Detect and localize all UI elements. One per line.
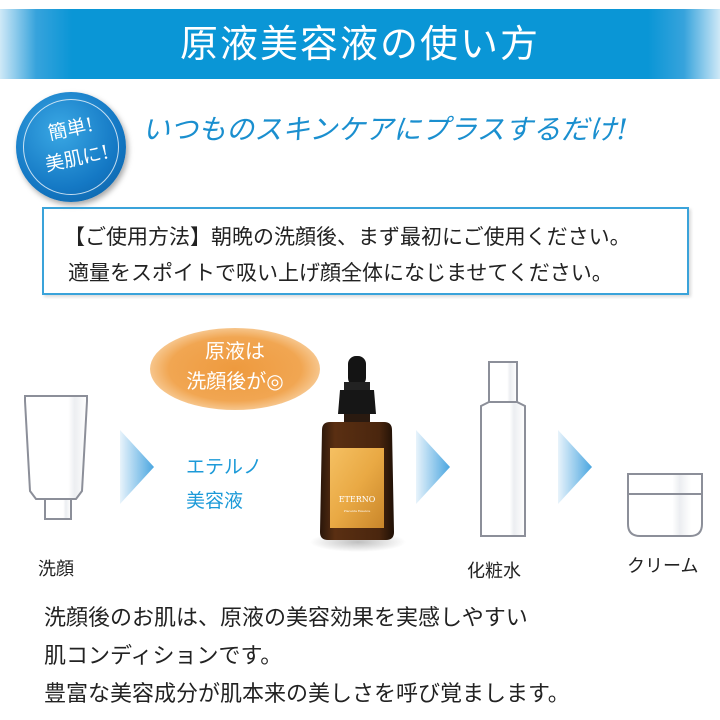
callout-bubble: 原液は 洗顔後が◎ (150, 328, 320, 410)
usage-line-1: 【ご使用方法】朝晩の洗顔後、まず最初にご使用ください。 (64, 225, 631, 249)
svg-text:ETERNO: ETERNO (339, 495, 376, 504)
description: 洗顔後のお肌は、原液の美容効果を実感しやすい 肌コンディションです。 豊富な美容… (44, 600, 570, 714)
usage-line-2: 適量をスポイトで吸い上げ顔全体になじませてください。 (68, 261, 613, 285)
arrow-right-icon (558, 430, 592, 504)
arrow-right-icon (416, 430, 450, 504)
callout-line-2: 洗顔後が◎ (186, 369, 284, 393)
arrow-right-icon (120, 430, 154, 504)
product-name-line-1: エテルノ (186, 456, 263, 478)
cream-jar-icon (627, 473, 703, 537)
product-name-line-2: 美容液 (186, 490, 244, 512)
product-name: エテルノ 美容液 (186, 450, 262, 518)
serum-bottle-icon: ETERNO Placenta Essence (310, 356, 406, 552)
description-line-2: 肌コンディションです。 (44, 644, 283, 669)
description-line-3: 豊富な美容成分が肌本来の美しさを呼び覚まします。 (44, 682, 570, 707)
step-label-toner: 化粧水 (467, 561, 521, 582)
step-label-cream: クリーム (627, 556, 699, 577)
lotion-bottle-icon (480, 361, 526, 537)
callout-line-1: 原液は (205, 339, 265, 363)
tube-icon (24, 395, 88, 520)
usage-instructions-box: 【ご使用方法】朝晩の洗顔後、まず最初にご使用ください。 適量をスポイトで吸い上げ… (42, 207, 689, 295)
description-line-1: 洗顔後のお肌は、原液の美容効果を実感しやすい (44, 606, 528, 631)
page-title: 原液美容液の使い方 (179, 22, 540, 66)
step-label-face-wash: 洗顔 (38, 559, 74, 580)
badge-ring (23, 99, 119, 195)
tagline: いつものスキンケアにプラスするだけ! (142, 113, 628, 146)
easy-beauty-badge: 簡単! 美肌に! (16, 92, 126, 202)
svg-text:Placenta Essence: Placenta Essence (344, 509, 371, 513)
callout-text: 原液は 洗顔後が◎ (150, 336, 320, 396)
header-banner: 原液美容液の使い方 (0, 9, 720, 79)
